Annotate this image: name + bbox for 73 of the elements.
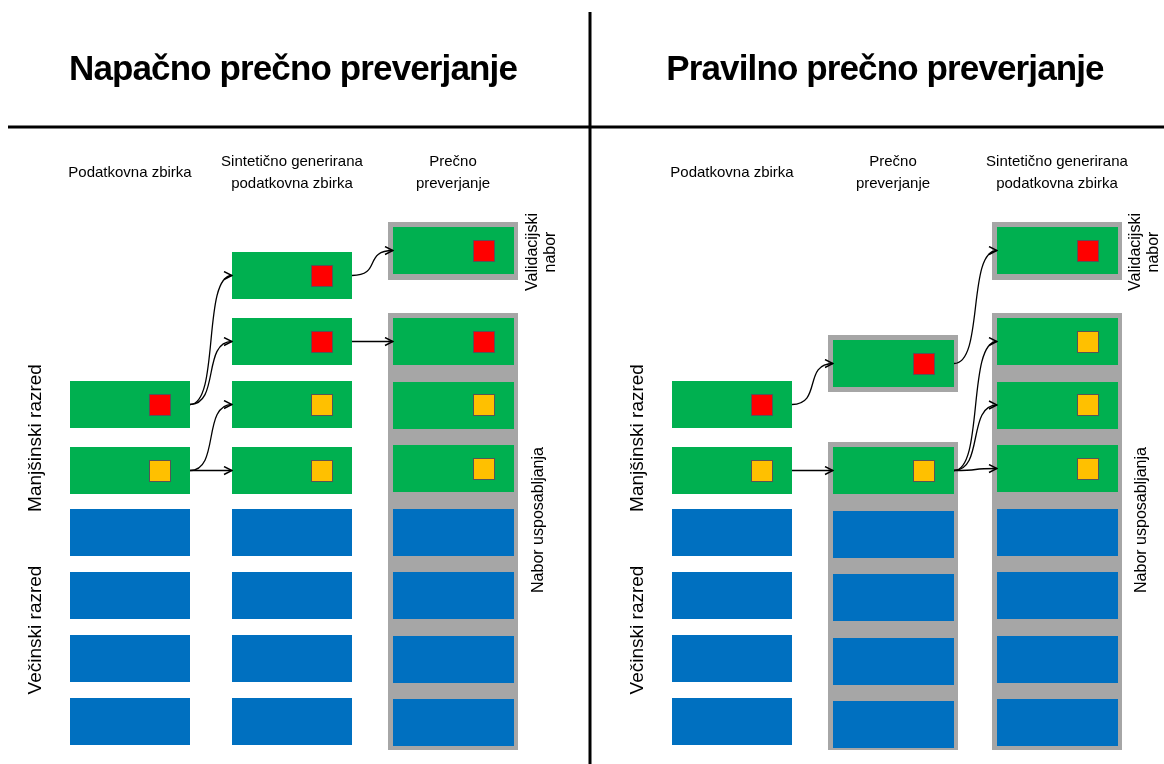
panel-title: Napačno prečno preverjanje — [68, 47, 518, 90]
column-header: Prečno preverjanje — [854, 151, 932, 193]
majority-sample-block — [232, 698, 352, 745]
minority-sample-block — [997, 318, 1118, 365]
column-header: Sintetično generirana podatkovna zbirka — [985, 151, 1129, 193]
majority-sample-block — [672, 698, 792, 745]
majority-sample-block — [70, 698, 190, 745]
data-split-band — [828, 442, 958, 750]
minority-sample-block — [232, 252, 352, 299]
majority-sample-block — [833, 510, 954, 558]
minority-sample-block — [393, 445, 514, 492]
majority-sample-block — [393, 508, 514, 556]
majority-sample-block — [393, 635, 514, 683]
majority-sample-block — [997, 572, 1118, 619]
majority-sample-block — [997, 635, 1118, 683]
minority-sample-block — [70, 447, 190, 494]
minority-sample-block — [672, 447, 792, 494]
minority-sample-block — [393, 227, 514, 274]
data-split-band — [388, 313, 518, 750]
minority-sample-block — [997, 445, 1118, 492]
majority-sample-block — [70, 572, 190, 619]
band-label: Nabor usposabljanja — [1132, 446, 1150, 595]
majority-sample-block — [672, 572, 792, 619]
arrow — [351, 336, 394, 347]
arrow — [953, 463, 998, 474]
majority-sample-block — [70, 635, 190, 682]
column-header: Sintetično generirana podatkovna zbirka — [220, 151, 364, 193]
minority-sample-block — [232, 447, 352, 494]
row-group-label: Večinski razred — [626, 564, 648, 697]
majority-sample-block — [997, 508, 1118, 556]
arrow — [351, 246, 394, 277]
panel-title: Pravilno prečno preverjanje — [665, 47, 1105, 90]
majority-sample-block — [232, 635, 352, 682]
data-split-band — [992, 313, 1122, 750]
row-group-label: Manjšinski razred — [626, 363, 648, 513]
majority-sample-block — [997, 699, 1118, 746]
minority-sample-block — [232, 318, 352, 365]
row-group-label: Manjšinski razred — [24, 363, 46, 513]
arrow — [189, 338, 233, 406]
column-header: Podatkovna zbirka — [669, 162, 795, 182]
majority-sample-block — [833, 574, 954, 621]
minority-sample-block — [997, 227, 1118, 274]
arrow — [791, 359, 834, 406]
minority-sample-block — [997, 381, 1118, 429]
minority-sample-block — [393, 318, 514, 365]
arrow — [189, 465, 233, 476]
band-label: Validacijski nabor — [523, 212, 559, 293]
majority-sample-block — [232, 509, 352, 556]
arrow — [189, 273, 233, 406]
majority-sample-block — [70, 509, 190, 556]
minority-sample-block — [232, 381, 352, 428]
majority-sample-block — [393, 699, 514, 746]
majority-sample-block — [232, 572, 352, 619]
column-header: Prečno preverjanje — [414, 151, 492, 193]
band-label: Validacijski nabor — [1126, 212, 1162, 293]
minority-sample-block — [70, 381, 190, 428]
majority-sample-block — [833, 637, 954, 685]
data-split-band — [992, 222, 1122, 280]
majority-sample-block — [833, 701, 954, 748]
majority-sample-block — [672, 509, 792, 556]
minority-sample-block — [833, 447, 954, 494]
row-group-label: Večinski razred — [24, 564, 46, 697]
arrow — [791, 465, 834, 476]
arrow — [189, 401, 233, 472]
band-label: Nabor usposabljanja — [529, 446, 547, 595]
arrow — [953, 248, 998, 365]
majority-sample-block — [393, 572, 514, 619]
minority-sample-block — [672, 381, 792, 428]
column-header: Podatkovna zbirka — [67, 162, 193, 182]
minority-sample-block — [393, 381, 514, 429]
majority-sample-block — [672, 635, 792, 682]
data-split-band — [388, 222, 518, 280]
arrow — [953, 401, 998, 472]
